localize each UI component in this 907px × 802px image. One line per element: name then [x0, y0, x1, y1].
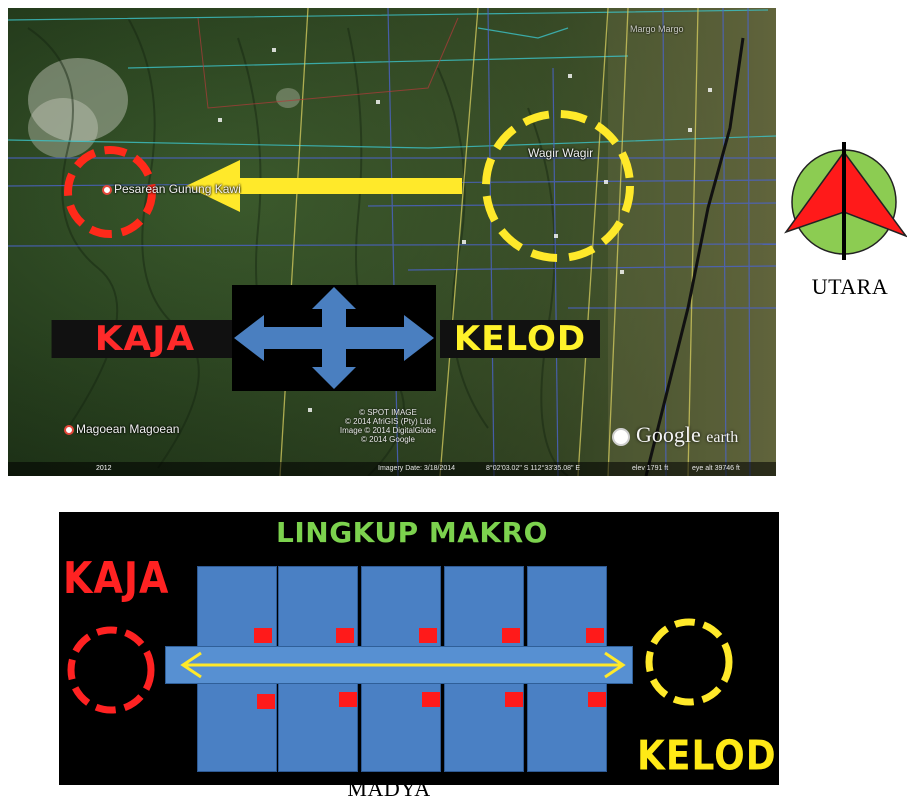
cross-arrow-icon [234, 287, 434, 389]
red-marker [586, 628, 604, 643]
diagram-kaja-circle [67, 626, 155, 714]
red-marker [588, 692, 606, 707]
coordinates: 8°02'03.02" S 112°33'35.08" E [486, 465, 581, 472]
macro-diagram: LINGKUP MAKRO KAJA KELOD [59, 512, 779, 785]
diagram-overlay [67, 618, 733, 714]
status-bar: 2012 Imagery Date: 3/18/2014 8°02'03.02"… [8, 462, 776, 476]
kelod-label: KELOD [440, 320, 600, 358]
red-marker [336, 628, 354, 643]
red-marker [502, 628, 520, 643]
place-pesarean[interactable]: Pesarean Gunung Kawi [102, 182, 241, 196]
year-badge[interactable]: 2012 [96, 465, 112, 472]
north-compass [780, 140, 907, 260]
direction-arrow [186, 160, 462, 212]
compass-label: UTARA [811, 274, 889, 299]
red-marker [422, 692, 440, 707]
eye-altitude: eye alt 39746 ft [692, 465, 740, 472]
imagery-date: Imagery Date: 3/18/2014 [378, 465, 456, 472]
cross-arrow-panel [232, 285, 436, 391]
red-marker [254, 628, 272, 643]
google-earth-logo: Google earth [612, 422, 738, 448]
place-magoean[interactable]: Magoean Magoean [64, 422, 179, 436]
diagram-caption: MADYA [347, 776, 431, 801]
diagram-kaja-label: KAJA [63, 552, 170, 604]
diagram-title: LINGKUP MAKRO [276, 516, 548, 549]
diagram-kelod-label: KELOD [637, 732, 777, 781]
place-top-right[interactable]: Margo Margo [630, 24, 684, 34]
imagery-credits: © SPOT IMAGE © 2014 AfriGIS (Pty) Ltd Im… [339, 408, 437, 444]
satellite-map: Pesarean Gunung Kawi Wagir Wagir Magoean… [8, 8, 776, 476]
place-pin-icon [102, 184, 112, 195]
elevation: elev 1791 ft [632, 465, 669, 472]
google-earth-icon [612, 427, 630, 446]
place-pin-icon [64, 424, 74, 435]
terrain-background [8, 8, 776, 476]
compass-icon [783, 142, 907, 260]
red-marker [505, 692, 523, 707]
kelod-circle [482, 110, 634, 262]
kaja-label: KAJA [51, 320, 239, 358]
red-marker [339, 692, 357, 707]
diagram-kelod-circle [645, 618, 733, 706]
kaja-circle [64, 146, 156, 238]
red-marker [419, 628, 437, 643]
zone-cell [527, 676, 607, 772]
red-marker [257, 694, 275, 709]
zone-cell [197, 676, 277, 772]
double-arrow-icon [180, 651, 626, 679]
place-wagir[interactable]: Wagir Wagir [528, 146, 594, 160]
